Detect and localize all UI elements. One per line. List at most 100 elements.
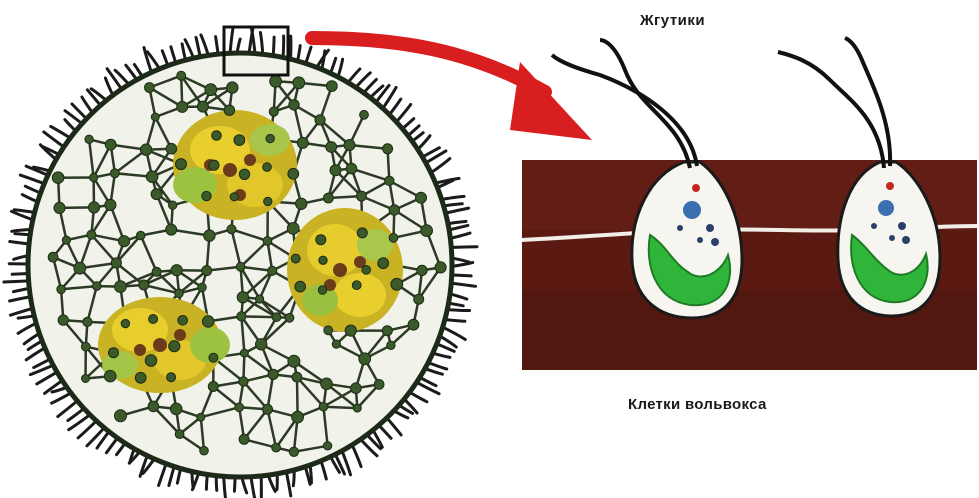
colony-cell (288, 168, 299, 179)
colony-cell (297, 137, 308, 148)
colony-cell (287, 223, 299, 235)
volvox-colony (4, 27, 477, 498)
colony-cell (362, 266, 371, 275)
colony-cell (209, 160, 219, 170)
colony-cell (416, 192, 427, 203)
colony-cell (204, 230, 215, 241)
colony-cell (239, 377, 248, 386)
colony-cell (197, 101, 208, 112)
colony-cell (85, 135, 93, 143)
cells-close-up (522, 38, 977, 370)
colony-cell (208, 382, 218, 392)
colony-cell (345, 325, 356, 336)
colony-cell (135, 372, 146, 383)
colony-cell (285, 313, 294, 322)
colony-cell (88, 202, 99, 213)
colony-cell (268, 266, 277, 275)
colony-cell (293, 77, 305, 89)
colony-cell (146, 171, 158, 183)
colony-cell (387, 341, 395, 349)
colony-cell (256, 295, 264, 303)
colony-cell (263, 404, 273, 414)
colony-cell (104, 370, 116, 382)
colony-cell (170, 403, 182, 415)
colony-cell (319, 256, 327, 264)
colony-cell (288, 355, 300, 367)
colony-cell (289, 100, 299, 110)
colony-cell (239, 169, 249, 179)
colony-cell (111, 258, 121, 268)
colony-cell (421, 225, 433, 237)
colony-cell (57, 285, 66, 294)
colony-cell (295, 281, 306, 292)
colony-cell (324, 326, 333, 335)
colony-cell (83, 317, 92, 326)
colony-cell (178, 316, 188, 326)
colony-cell (435, 262, 446, 273)
colony-cell (54, 202, 65, 213)
flagellum (600, 40, 690, 168)
colony-cell (357, 228, 367, 238)
colony-cell (391, 278, 403, 290)
colony-cell (145, 355, 157, 367)
colony-cell (389, 233, 398, 242)
colony-cell (383, 144, 393, 154)
colony-cell (323, 442, 331, 450)
colony-cell (239, 434, 249, 444)
colony-cell (321, 378, 333, 390)
colony-cell (52, 172, 64, 184)
daughter-colony-right (287, 208, 403, 332)
colony-cell (272, 313, 281, 322)
colony-cell (115, 281, 127, 293)
colony-cell (105, 139, 116, 150)
daughter-colony-top (173, 110, 297, 220)
colony-cell (200, 446, 209, 455)
colony-cell (326, 81, 337, 92)
colony-cell (264, 197, 272, 205)
colony-cell (202, 316, 214, 328)
colony-cell (330, 165, 341, 176)
colony-cell (292, 372, 302, 382)
colony-cell (166, 143, 177, 154)
colony-cell (324, 193, 334, 203)
colony-cell (152, 267, 161, 276)
colony-cell (151, 189, 162, 200)
colony-cell (121, 319, 129, 327)
colony-cell (374, 380, 384, 390)
colony-cell (319, 402, 328, 411)
colony-cell (235, 403, 244, 412)
colony-cell (346, 163, 357, 174)
colony-cell (263, 163, 272, 172)
colony-cell (272, 443, 281, 452)
colony-cell (198, 283, 207, 292)
colony-cell (237, 312, 246, 321)
colony-cell (360, 110, 369, 119)
colony-cell (417, 265, 427, 275)
colony-cell-bridge (241, 316, 276, 317)
colony-cell (58, 315, 68, 325)
colony-cell (145, 83, 155, 93)
colony-cell (315, 115, 325, 125)
colony-cell (167, 373, 176, 382)
colony-cell (352, 281, 361, 290)
colony-cell (202, 266, 212, 276)
colony-cell (62, 236, 70, 244)
colony-cell (209, 353, 218, 362)
colony-cell (109, 348, 119, 358)
volvox-cells-label: Клетки вольвокса (628, 396, 767, 413)
colony-cell (408, 319, 419, 330)
colony-cell (169, 341, 180, 352)
colony-cell (263, 237, 272, 246)
eyespot (692, 184, 700, 192)
colony-cell (119, 236, 130, 247)
colony-cell (224, 105, 234, 115)
colony-cell (318, 286, 326, 294)
colony-cell (87, 230, 96, 239)
colony-cell (234, 135, 245, 146)
flagella-label: Жгутики (640, 12, 705, 29)
colony-cell (175, 289, 184, 298)
colony-cell (385, 176, 394, 185)
colony-cell (414, 294, 424, 304)
colony-cell (227, 225, 236, 234)
colony-cell (177, 101, 188, 112)
